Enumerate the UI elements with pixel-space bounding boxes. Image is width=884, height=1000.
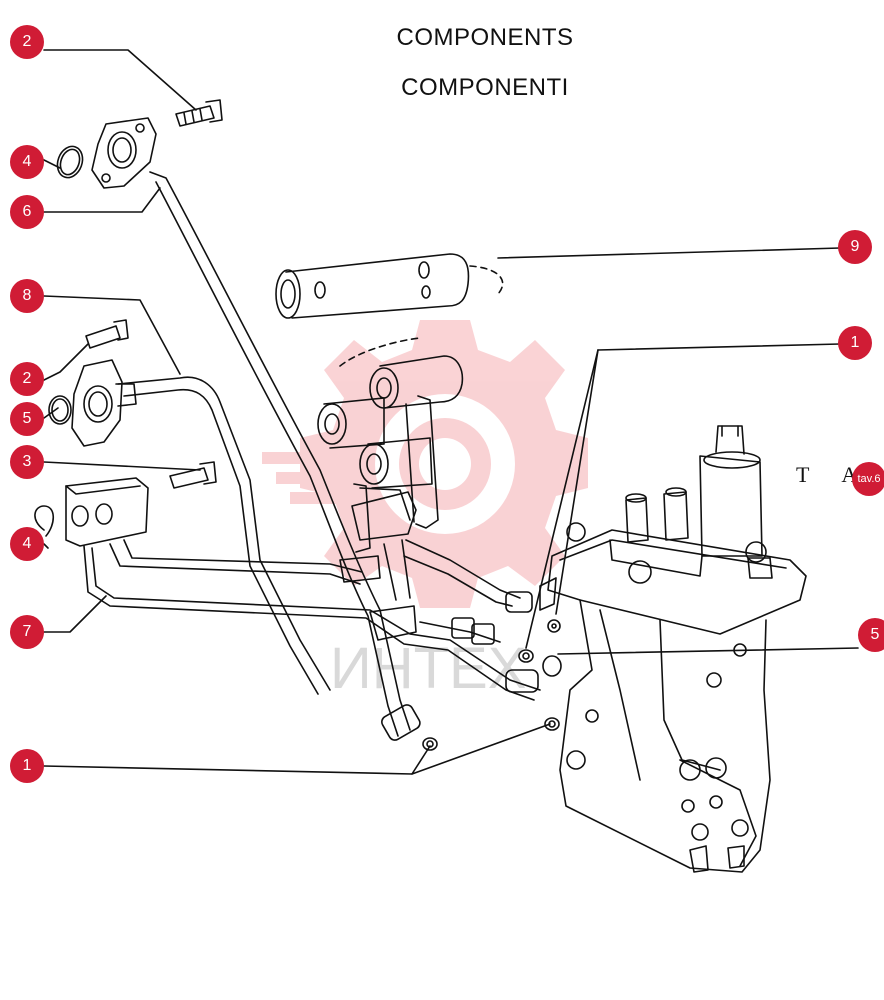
snap-ring: [34, 505, 55, 537]
callout-marker[interactable]: 4: [10, 145, 44, 179]
flange-top: [91, 117, 157, 189]
bolt-three: [169, 461, 217, 489]
page-subtitle: COMPONENTI: [401, 74, 569, 101]
pump-body: [539, 425, 807, 873]
o-ring-middle: [48, 395, 72, 425]
callout-marker[interactable]: tav.6: [852, 462, 884, 496]
bolt-top: [175, 99, 223, 127]
connector-cluster: [317, 355, 539, 693]
pipe-seven: [83, 539, 541, 701]
watermark-logo: [262, 320, 588, 608]
pipe-eight: [117, 376, 331, 695]
bolt-middle-2: [85, 319, 129, 349]
callout-marker[interactable]: 7: [10, 615, 44, 649]
callout-marker[interactable]: 2: [10, 362, 44, 396]
o-ring-top: [56, 145, 84, 179]
pipe-six: [149, 171, 421, 741]
callout-marker[interactable]: 8: [10, 279, 44, 313]
page-title: COMPONENTS: [396, 24, 574, 51]
callout-marker[interactable]: 1: [10, 749, 44, 783]
callout-marker[interactable]: 2: [10, 25, 44, 59]
callout-marker[interactable]: 5: [858, 618, 884, 652]
sleeve-nine: [275, 253, 504, 367]
washers: [422, 619, 562, 751]
manifold-block: [65, 477, 149, 547]
callout-marker[interactable]: 3: [10, 445, 44, 479]
callout-marker[interactable]: 6: [10, 195, 44, 229]
callout-marker[interactable]: 5: [10, 402, 44, 436]
callout-marker[interactable]: 1: [838, 326, 872, 360]
watermark-text: ИНТЕХ: [330, 636, 526, 701]
flange-middle: [71, 359, 137, 447]
callout-marker[interactable]: 9: [838, 230, 872, 264]
side-label: T A: [796, 462, 872, 487]
callout-marker[interactable]: 4: [10, 527, 44, 561]
